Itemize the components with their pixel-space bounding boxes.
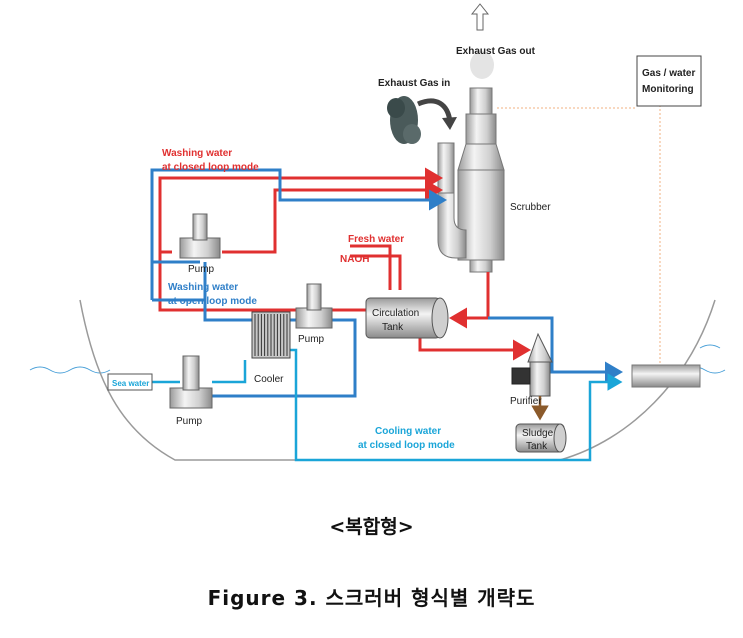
figure-caption: Figure 3. 스크러버 형식별 개략도 (207, 586, 536, 610)
label-sludge-2: Tank (526, 441, 548, 452)
circulation-tank (365, 297, 449, 339)
cooler (251, 311, 291, 359)
pump-bottom (169, 355, 213, 409)
label-washing-closed-1: Washing water (162, 148, 232, 159)
label-washing-closed-2: at closed loop mode (162, 162, 259, 173)
pump-top (179, 213, 221, 259)
scrubber-tower (457, 87, 505, 273)
label-cooler: Cooler (254, 374, 284, 385)
label-cooling-2: at closed loop mode (358, 440, 455, 451)
label-naoh: NAOH (340, 254, 369, 265)
overboard-outlet (631, 364, 701, 388)
monitoring-link (497, 105, 661, 372)
label-scrubber: Scrubber (510, 202, 551, 213)
label-purifier: Purifier (510, 396, 542, 407)
purifier (511, 332, 553, 397)
label-fresh-water: Fresh water (348, 234, 404, 245)
label-cooling-1: Cooling water (375, 426, 441, 437)
label-washing-open-1: Washing water (168, 282, 238, 293)
label-exhaust-in: Exhaust Gas in (378, 78, 450, 89)
label-monitoring-2: Monitoring (642, 84, 694, 95)
pump-mid (295, 283, 333, 329)
label-circulation-1: Circulation (372, 308, 419, 319)
label-pump-mid: Pump (298, 334, 325, 345)
label-pump-bottom: Pump (176, 416, 203, 427)
sea-wave-left (29, 366, 111, 374)
exhaust-in-smoke (387, 96, 421, 144)
label-pump-top: Pump (188, 264, 215, 275)
label-sea-water: Sea water (112, 379, 149, 388)
label-exhaust-out: Exhaust Gas out (456, 46, 536, 57)
label-washing-open-2: at open loop mode (168, 296, 257, 307)
exhaust-plume (470, 51, 494, 79)
label-monitoring-1: Gas / water (642, 68, 695, 79)
diagram-subtitle: <복합형> (329, 516, 414, 538)
exhaust-out-arrow (470, 3, 490, 31)
sea-water-inlet (107, 373, 153, 391)
label-circulation-2: Tank (382, 322, 404, 333)
label-sludge-1: Sludge (522, 428, 554, 439)
sludge-tank (515, 423, 567, 453)
monitoring-box (636, 55, 702, 107)
scrubber-system-diagram: Exhaust Gas out Exhaust Gas in Gas / wat… (29, 3, 726, 462)
